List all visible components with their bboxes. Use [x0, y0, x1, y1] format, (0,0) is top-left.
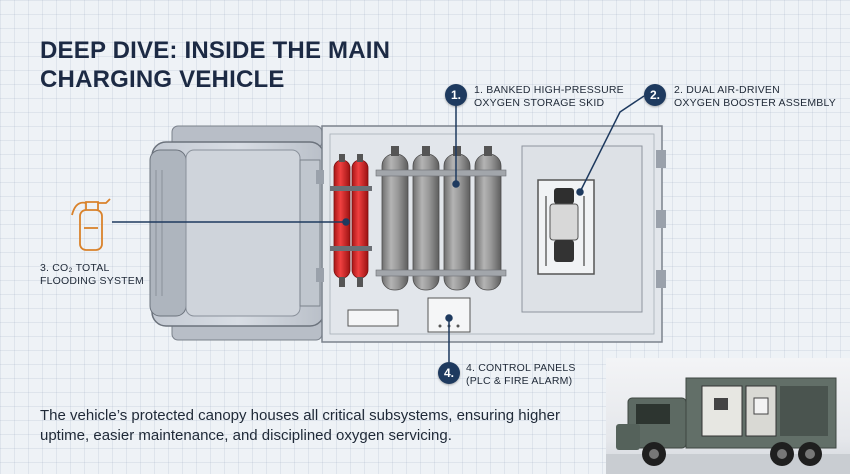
- callout-2-line2: OXYGEN BOOSTER ASSEMBLY: [674, 97, 836, 109]
- callout-1-line2: OXYGEN STORAGE SKID: [474, 97, 605, 109]
- callout-4-label: 4. CONTROL PANELS (PLC & FIRE ALARM): [466, 362, 576, 388]
- callout-leader-lines: [112, 95, 645, 362]
- truck-illustration: [606, 377, 850, 474]
- page-title: DEEP DIVE: INSIDE THE MAIN CHARGING VEHI…: [40, 36, 390, 94]
- fire-extinguisher-icon: [71, 198, 111, 251]
- callout-1-line1: 1. BANKED HIGH-PRESSURE: [474, 84, 624, 96]
- callout-1-badge: 1.: [445, 84, 467, 106]
- callout-2-label: 2. DUAL AIR-DRIVEN OXYGEN BOOSTER ASSEMB…: [674, 84, 836, 110]
- callout-4-line2: (PLC & FIRE ALARM): [466, 375, 573, 387]
- vehicle-cab: [149, 125, 325, 341]
- callout-2-line1: 2. DUAL AIR-DRIVEN: [674, 84, 780, 96]
- oxygen-booster-assembly: [537, 179, 595, 275]
- callout-4-line1: 4. CONTROL PANELS: [466, 362, 576, 374]
- page-title-line1: DEEP DIVE: INSIDE THE MAIN: [40, 37, 391, 64]
- oxygen-storage-cylinders: [375, 146, 507, 291]
- callout-3-line2: FLOODING SYSTEM: [40, 275, 144, 287]
- caption: The vehicle’s protected canopy houses al…: [40, 407, 560, 444]
- callout-1-label: 1. BANKED HIGH-PRESSURE OXYGEN STORAGE S…: [474, 84, 624, 110]
- co2-cylinders: [330, 154, 372, 287]
- callout-3-label: 3. CO₂ TOTAL FLOODING SYSTEM: [40, 262, 144, 288]
- truck-photo: [606, 358, 850, 474]
- page-title-line2: CHARGING VEHICLE: [40, 66, 285, 93]
- callout-4-badge: 4.: [438, 362, 460, 384]
- callout-3-line1: 3. CO₂ TOTAL: [40, 262, 110, 274]
- callout-2-badge: 2.: [644, 84, 666, 106]
